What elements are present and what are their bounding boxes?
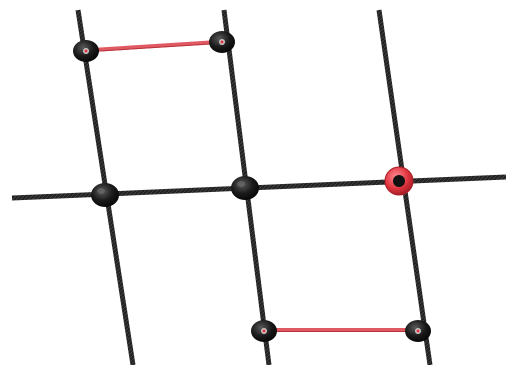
red-link-bar-top	[91, 40, 219, 52]
cross-connector-icon	[231, 176, 259, 200]
red-link-bar-top-shade	[91, 43, 219, 52]
horizontal-rod	[11, 174, 506, 201]
rod-end-clip-icon	[73, 40, 99, 62]
rod-end-clip-icon	[209, 31, 235, 53]
rod-end-clip-icon	[405, 320, 431, 342]
cross-connector-icon	[91, 183, 119, 207]
red-link-bars	[91, 40, 414, 332]
selected-red-ring-connector-icon[interactable]	[384, 166, 414, 196]
rod-end-clip-icon	[251, 320, 277, 342]
